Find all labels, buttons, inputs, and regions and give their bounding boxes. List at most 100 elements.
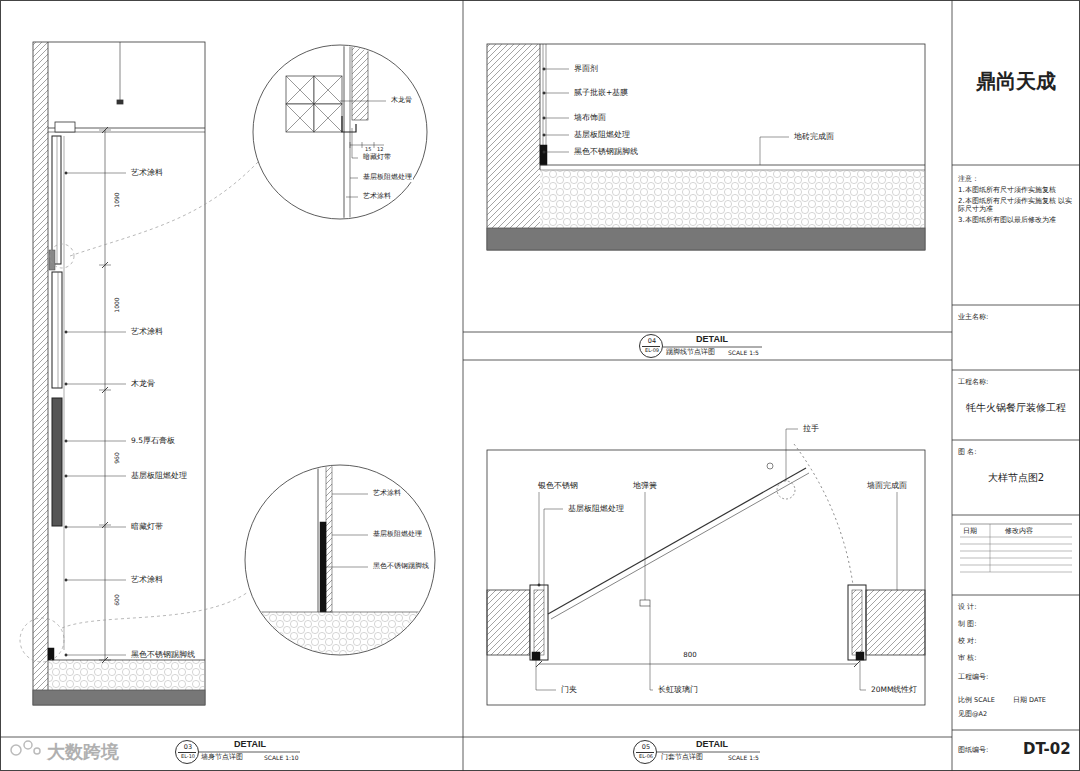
node-text: 注意： — [958, 175, 1075, 183]
title-block-rule — [952, 730, 1080, 731]
node-text: EL-06 — [639, 754, 653, 760]
leader-dot — [543, 117, 545, 119]
callout-ring — [20, 618, 64, 662]
callout-label: 墙布饰面 — [573, 114, 607, 122]
watermark-icon — [24, 741, 32, 749]
leader-line — [536, 660, 556, 690]
leader-line — [66, 476, 126, 477]
dimension-text: 960 — [114, 451, 121, 464]
leader-line — [544, 118, 569, 119]
floor-screed — [48, 660, 205, 690]
callout-label: 9.5厚石膏板 — [130, 437, 176, 445]
node-text: 校 对: — [958, 637, 977, 645]
revision-row — [960, 544, 1072, 545]
light-slot — [49, 250, 55, 270]
title-block-rule — [952, 305, 1080, 306]
node-text: DT-02 — [1023, 741, 1071, 758]
callout-label: 基层板阻燃处理 — [130, 472, 188, 480]
node-text: 05 — [642, 744, 650, 751]
node-text: 图 名: — [958, 448, 977, 456]
callout-label: 艺术涂料 — [372, 490, 402, 498]
callout-label: 黑色不锈钢踢脚线 — [573, 148, 639, 156]
detail-number-circle: 03EL-10 — [175, 740, 199, 764]
dimension-text: 600 — [114, 593, 121, 606]
callout-ring — [50, 244, 74, 268]
panel-edge — [57, 136, 58, 264]
company-logo-cell: 鼎尚天成 — [953, 0, 1080, 165]
dimension-slash — [102, 657, 108, 663]
node-text: 日期 DATE — [1013, 697, 1046, 704]
dimension-text: 800 — [682, 652, 697, 660]
detail-circle — [245, 465, 435, 655]
node-text: 见图@A2 — [958, 711, 987, 718]
leader-line — [650, 606, 653, 690]
node-text: 1.本图纸所有尺寸须作实施复核 — [958, 186, 1075, 194]
dimension-slash — [854, 661, 860, 667]
dimension-text: 1090 — [114, 191, 121, 208]
dimension-line — [350, 145, 384, 146]
leader-line — [66, 173, 126, 174]
wallcloth-layer — [546, 44, 547, 145]
leader-line — [66, 332, 126, 333]
callout-label: 界面剂 — [573, 65, 599, 73]
leader-dot — [65, 475, 67, 477]
revision-row — [960, 572, 1072, 573]
wood-joist — [314, 104, 342, 132]
title-block-rule — [952, 440, 1080, 441]
floor-slab — [487, 228, 925, 250]
callout-label: 暗藏灯带 — [130, 523, 164, 531]
callout-label: 基层板阻燃处理 — [567, 505, 625, 513]
detail-heading: DETAIL — [695, 335, 729, 345]
small-dimension: 12 — [376, 147, 384, 153]
watermark-icon — [34, 748, 40, 754]
jamb-core — [534, 590, 544, 655]
node-text: 3.本图纸所有图以最后修改为准 — [958, 216, 1075, 224]
dimension-slash — [102, 387, 108, 393]
leader-dot — [65, 383, 67, 385]
leader-line — [66, 580, 126, 581]
leader-dot — [543, 92, 545, 94]
node-text: 业主名称: — [958, 313, 988, 321]
wall-line — [318, 465, 319, 612]
node-text: 工程编号: — [958, 673, 988, 681]
callout-label: 门夹 — [560, 686, 578, 694]
skirting — [320, 522, 326, 612]
leader-line — [352, 128, 358, 158]
callout-label: 基层板阻燃处理 — [372, 531, 423, 539]
drawing-name-cell: 图 名:大样节点图2 — [953, 440, 1080, 515]
leader-line — [66, 384, 126, 385]
title-block-rule — [952, 595, 1080, 596]
panel-edge — [58, 272, 59, 388]
callout-path — [70, 162, 258, 256]
wood-cross — [314, 104, 342, 132]
leader-dot — [543, 151, 545, 153]
detail-frame — [33, 42, 205, 705]
floor-finish — [540, 165, 925, 166]
detail-frame — [487, 44, 925, 250]
dimension-tick — [374, 142, 375, 148]
node-text: 审 核: — [958, 654, 977, 662]
small-dimension: 15 — [364, 147, 372, 153]
detail-title: SCALE 1:10 — [263, 755, 300, 762]
title-strip-line — [463, 360, 952, 361]
revision-row — [960, 524, 1072, 525]
node-text: 鼎尚天成 — [976, 70, 1056, 93]
title-underline — [657, 752, 760, 753]
node-text: EL-09 — [645, 348, 659, 354]
finish-line — [64, 136, 65, 650]
callout-label: 墙面完成面 — [866, 482, 908, 490]
leader-dot — [65, 331, 67, 333]
gypsum-panel — [52, 398, 62, 526]
leader-line — [326, 567, 368, 568]
project-cell: 工程名称:牦牛火锅餐厅装修工程 — [953, 370, 1080, 440]
dimension-slash — [536, 661, 542, 667]
leader-line — [66, 527, 126, 528]
node-text: 设 计: — [958, 603, 977, 611]
hanger-clip — [117, 100, 123, 104]
callout-label: 基层板阻燃处理 — [362, 174, 413, 182]
door-jamb — [848, 585, 866, 660]
callout-label: 艺术涂料 — [130, 328, 164, 336]
ceiling-trim — [55, 122, 75, 132]
revision-row — [960, 551, 1072, 552]
